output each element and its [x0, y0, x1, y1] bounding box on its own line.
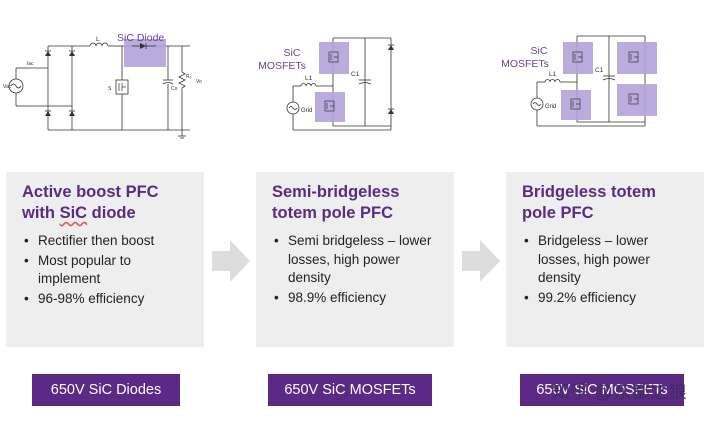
sic-mosfet-highlight-1 [563, 42, 593, 74]
card-title: Bridgeless totem pole PFC [522, 183, 656, 222]
svg-text:Grid: Grid [301, 108, 312, 114]
badge-650v-sic-mosfets: 650V SiC MOSFETs [520, 374, 684, 406]
card-title: Semi-bridgeless totem pole PFC [272, 183, 400, 222]
sic-mosfet-highlight-bottom [315, 92, 345, 122]
list-item: Semi bridgeless – lower losses, high pow… [272, 232, 440, 288]
list-item: Rectifier then boost [22, 232, 190, 251]
sic-mosfet-highlight-top [319, 42, 349, 74]
svg-text:L: L [96, 36, 100, 43]
list-item: Most popular to implement [22, 252, 190, 289]
list-item: 99.2% efficiency [522, 289, 690, 308]
watermark: 知乎 @东都之狼 [552, 382, 688, 402]
card-bridgeless-totem-pole: Bridgeless totem pole PFC Bridgeless – l… [506, 172, 704, 347]
sic-diode-highlight [124, 39, 166, 67]
svg-text:MOSFETs: MOSFETs [501, 58, 549, 70]
svg-text:Rₒ: Rₒ [186, 74, 192, 80]
svg-text:L1: L1 [549, 71, 557, 78]
bullet-list: Rectifier then boost Most popular to imp… [22, 232, 190, 308]
sic-mosfet-highlight-4 [617, 84, 657, 116]
svg-text:L1: L1 [305, 75, 313, 82]
badge-650v-sic-diodes: 650V SiC Diodes [32, 374, 180, 406]
svg-text:SiC: SiC [531, 45, 548, 57]
circuit-semi-bridgeless-totem-pole: SiC MOSFETs L1 C1 Grid [258, 37, 394, 131]
sic-mosfet-highlight-2 [561, 90, 591, 120]
svg-text:Iac: Iac [27, 61, 34, 67]
svg-text:C1: C1 [351, 71, 360, 78]
sic-mosfet-highlight-3 [617, 42, 657, 74]
svg-text:Co: Co [171, 86, 178, 92]
arrow-right-icon [462, 240, 500, 282]
list-item: 96-98% efficiency [22, 290, 190, 309]
svg-text:SiC: SiC [284, 47, 301, 59]
list-item: 98.9% efficiency [272, 289, 440, 308]
list-item: Bridgeless – lower losses, high power de… [522, 232, 690, 288]
svg-text:Vo: Vo [196, 79, 202, 85]
card-semi-bridgeless-totem-pole: Semi-bridgeless totem pole PFC Semi brid… [256, 172, 454, 347]
arrow-right-icon [212, 240, 250, 282]
svg-text:MOSFETs: MOSFETs [258, 60, 306, 72]
card-active-boost-pfc: Active boost PFC with SiC diode Rectifie… [6, 172, 204, 347]
badge-650v-sic-mosfets: 650V SiC MOSFETs [268, 374, 432, 406]
bullet-list: Semi bridgeless – lower losses, high pow… [272, 232, 440, 307]
svg-text:S: S [108, 86, 112, 92]
svg-text:C1: C1 [595, 67, 604, 74]
bullet-list: Bridgeless – lower losses, high power de… [522, 232, 690, 307]
svg-text:Grid: Grid [545, 104, 556, 110]
card-title: Active boost PFC with SiC diode [22, 183, 159, 222]
svg-text:Vac: Vac [3, 84, 12, 90]
circuit-bridgeless-totem-pole: SiC MOSFETs L1 C1 Grid [501, 35, 657, 127]
sic-diode-label: SiC Diode [117, 32, 164, 44]
circuit-active-boost-pfc: SiC Diode Vac Iac L S Co Rₒ Vo [3, 32, 202, 139]
